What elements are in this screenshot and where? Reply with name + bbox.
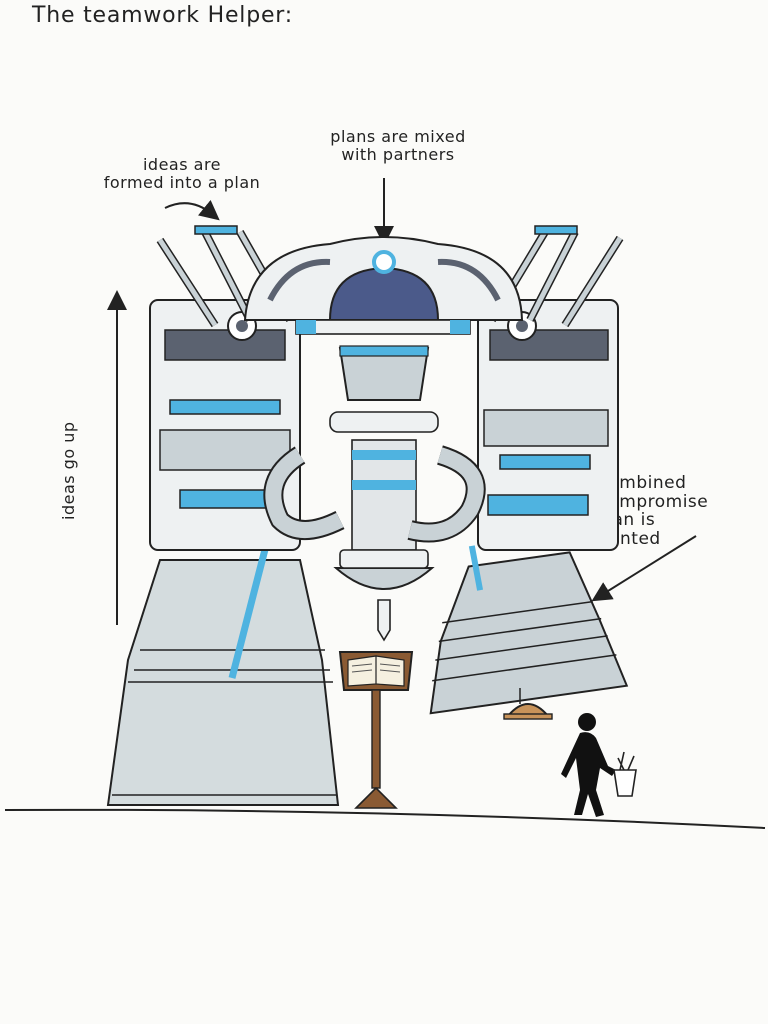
- annotation-formed-line2: formed into a plan: [103, 172, 261, 192]
- right-nozzle: [429, 545, 629, 715]
- annotation-mixed-line2: with partners: [341, 144, 455, 164]
- top-dome: [243, 236, 524, 335]
- annotation-mixed-line1: plans are mixed: [330, 127, 466, 146]
- arrow-printed: [591, 535, 697, 602]
- annotation-printed-line2: Compromise: [596, 491, 709, 512]
- page-title: The teamwork Helper:: [32, 3, 293, 28]
- book-lectern: [338, 651, 414, 809]
- annotation-formed-line1: ideas are: [142, 155, 222, 174]
- hard-hat: [503, 688, 553, 720]
- left-nozzle: [106, 529, 340, 806]
- central-column: [263, 345, 486, 642]
- ground-line: [4, 808, 766, 829]
- annotation-formed: ideas are formed into a plan: [92, 156, 272, 191]
- annotation-mixed: plans are mixed with partners: [318, 128, 478, 163]
- person-silhouette: [561, 713, 616, 817]
- toolbox: [613, 751, 637, 797]
- arrow-formed: [164, 199, 220, 221]
